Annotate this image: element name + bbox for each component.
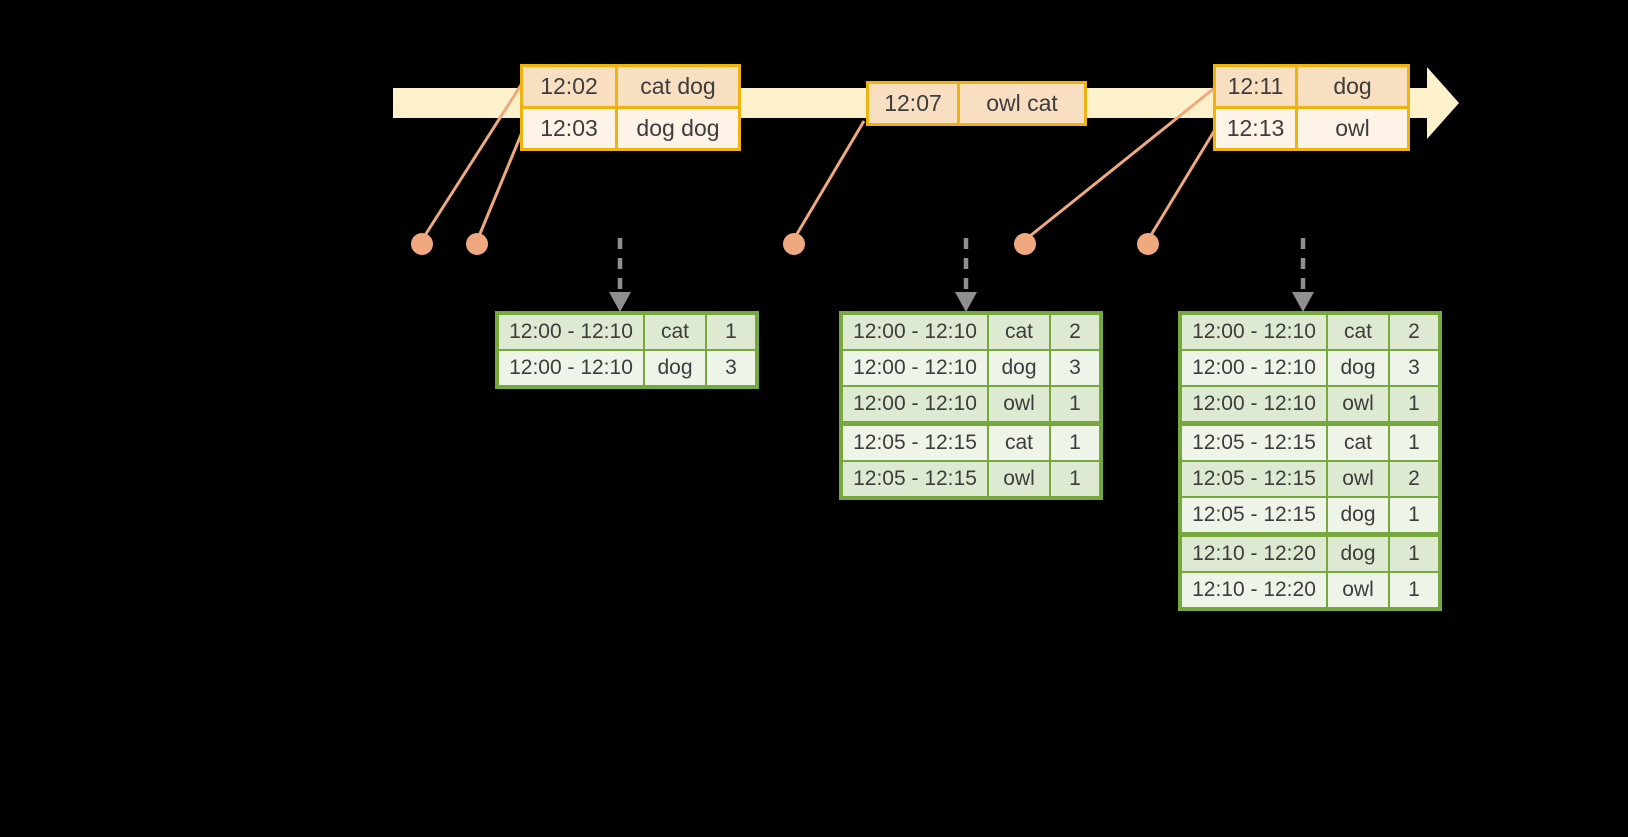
event-dot xyxy=(783,233,805,255)
event-leader-line xyxy=(475,129,525,242)
event-time-cell: 12:07 xyxy=(866,81,960,126)
word-cell: cat xyxy=(987,422,1051,462)
window-cell: 12:00 - 12:10 xyxy=(840,312,989,351)
flow-arrow xyxy=(955,238,977,312)
count-cell: 1 xyxy=(705,312,758,351)
event-time-cell: 12:03 xyxy=(520,106,618,151)
window-cell: 12:00 - 12:10 xyxy=(496,349,645,388)
event-leader-line xyxy=(1024,84,1218,242)
word-cell: dog xyxy=(1326,349,1390,387)
word-cell: owl xyxy=(1326,385,1390,426)
event-dot xyxy=(1137,233,1159,255)
flow-arrow xyxy=(609,238,631,312)
event-words-cell: owl xyxy=(1295,106,1410,151)
window-cell: 12:00 - 12:10 xyxy=(1179,349,1328,387)
count-cell: 1 xyxy=(1388,496,1441,537)
window-cell: 12:10 - 12:20 xyxy=(1179,533,1328,573)
event-dot xyxy=(466,233,488,255)
timeline-arrowhead-icon xyxy=(1427,67,1459,139)
event-words-cell: cat dog xyxy=(615,64,741,109)
event-time-cell: 12:02 xyxy=(520,64,618,109)
count-cell: 1 xyxy=(1388,385,1441,426)
window-cell: 12:10 - 12:20 xyxy=(1179,571,1328,610)
count-cell: 3 xyxy=(1388,349,1441,387)
event-leader-line xyxy=(420,84,523,241)
count-cell: 1 xyxy=(1388,571,1441,610)
window-cell: 12:00 - 12:10 xyxy=(840,349,989,387)
count-cell: 3 xyxy=(1049,349,1102,387)
event-leader-line xyxy=(792,120,866,240)
word-cell: dog xyxy=(1326,496,1390,537)
count-cell: 2 xyxy=(1049,312,1102,351)
word-cell: owl xyxy=(987,385,1051,426)
arrow-down-icon xyxy=(1292,292,1314,312)
count-cell: 1 xyxy=(1049,422,1102,462)
word-cell: owl xyxy=(1326,571,1390,610)
window-cell: 12:00 - 12:10 xyxy=(1179,312,1328,351)
word-cell: dog xyxy=(1326,533,1390,573)
event-dot xyxy=(411,233,433,255)
count-cell: 1 xyxy=(1049,460,1102,499)
count-cell: 2 xyxy=(1388,460,1441,498)
arrow-down-icon xyxy=(609,292,631,312)
flow-arrow xyxy=(1292,238,1314,312)
word-cell: dog xyxy=(643,349,707,388)
count-cell: 1 xyxy=(1388,422,1441,462)
event-words-cell: dog xyxy=(1295,64,1410,109)
window-cell: 12:05 - 12:15 xyxy=(840,460,989,499)
word-cell: cat xyxy=(643,312,707,351)
event-dot xyxy=(1014,233,1036,255)
event-leader-line xyxy=(1146,127,1218,241)
arrow-down-icon xyxy=(955,292,977,312)
window-cell: 12:00 - 12:10 xyxy=(1179,385,1328,426)
event-words-cell: dog dog xyxy=(615,106,741,151)
word-cell: cat xyxy=(1326,312,1390,351)
count-cell: 1 xyxy=(1388,533,1441,573)
event-time-cell: 12:11 xyxy=(1213,64,1298,109)
event-words-cell: owl cat xyxy=(957,81,1087,126)
event-time-cell: 12:13 xyxy=(1213,106,1298,151)
count-cell: 3 xyxy=(705,349,758,388)
window-cell: 12:05 - 12:15 xyxy=(840,422,989,462)
count-cell: 2 xyxy=(1388,312,1441,351)
window-cell: 12:05 - 12:15 xyxy=(1179,460,1328,498)
window-cell: 12:00 - 12:10 xyxy=(496,312,645,351)
word-cell: cat xyxy=(987,312,1051,351)
word-cell: cat xyxy=(1326,422,1390,462)
window-cell: 12:05 - 12:15 xyxy=(1179,422,1328,462)
window-cell: 12:00 - 12:10 xyxy=(840,385,989,426)
word-cell: owl xyxy=(987,460,1051,499)
word-cell: owl xyxy=(1326,460,1390,498)
window-cell: 12:05 - 12:15 xyxy=(1179,496,1328,537)
word-cell: dog xyxy=(987,349,1051,387)
count-cell: 1 xyxy=(1049,385,1102,426)
